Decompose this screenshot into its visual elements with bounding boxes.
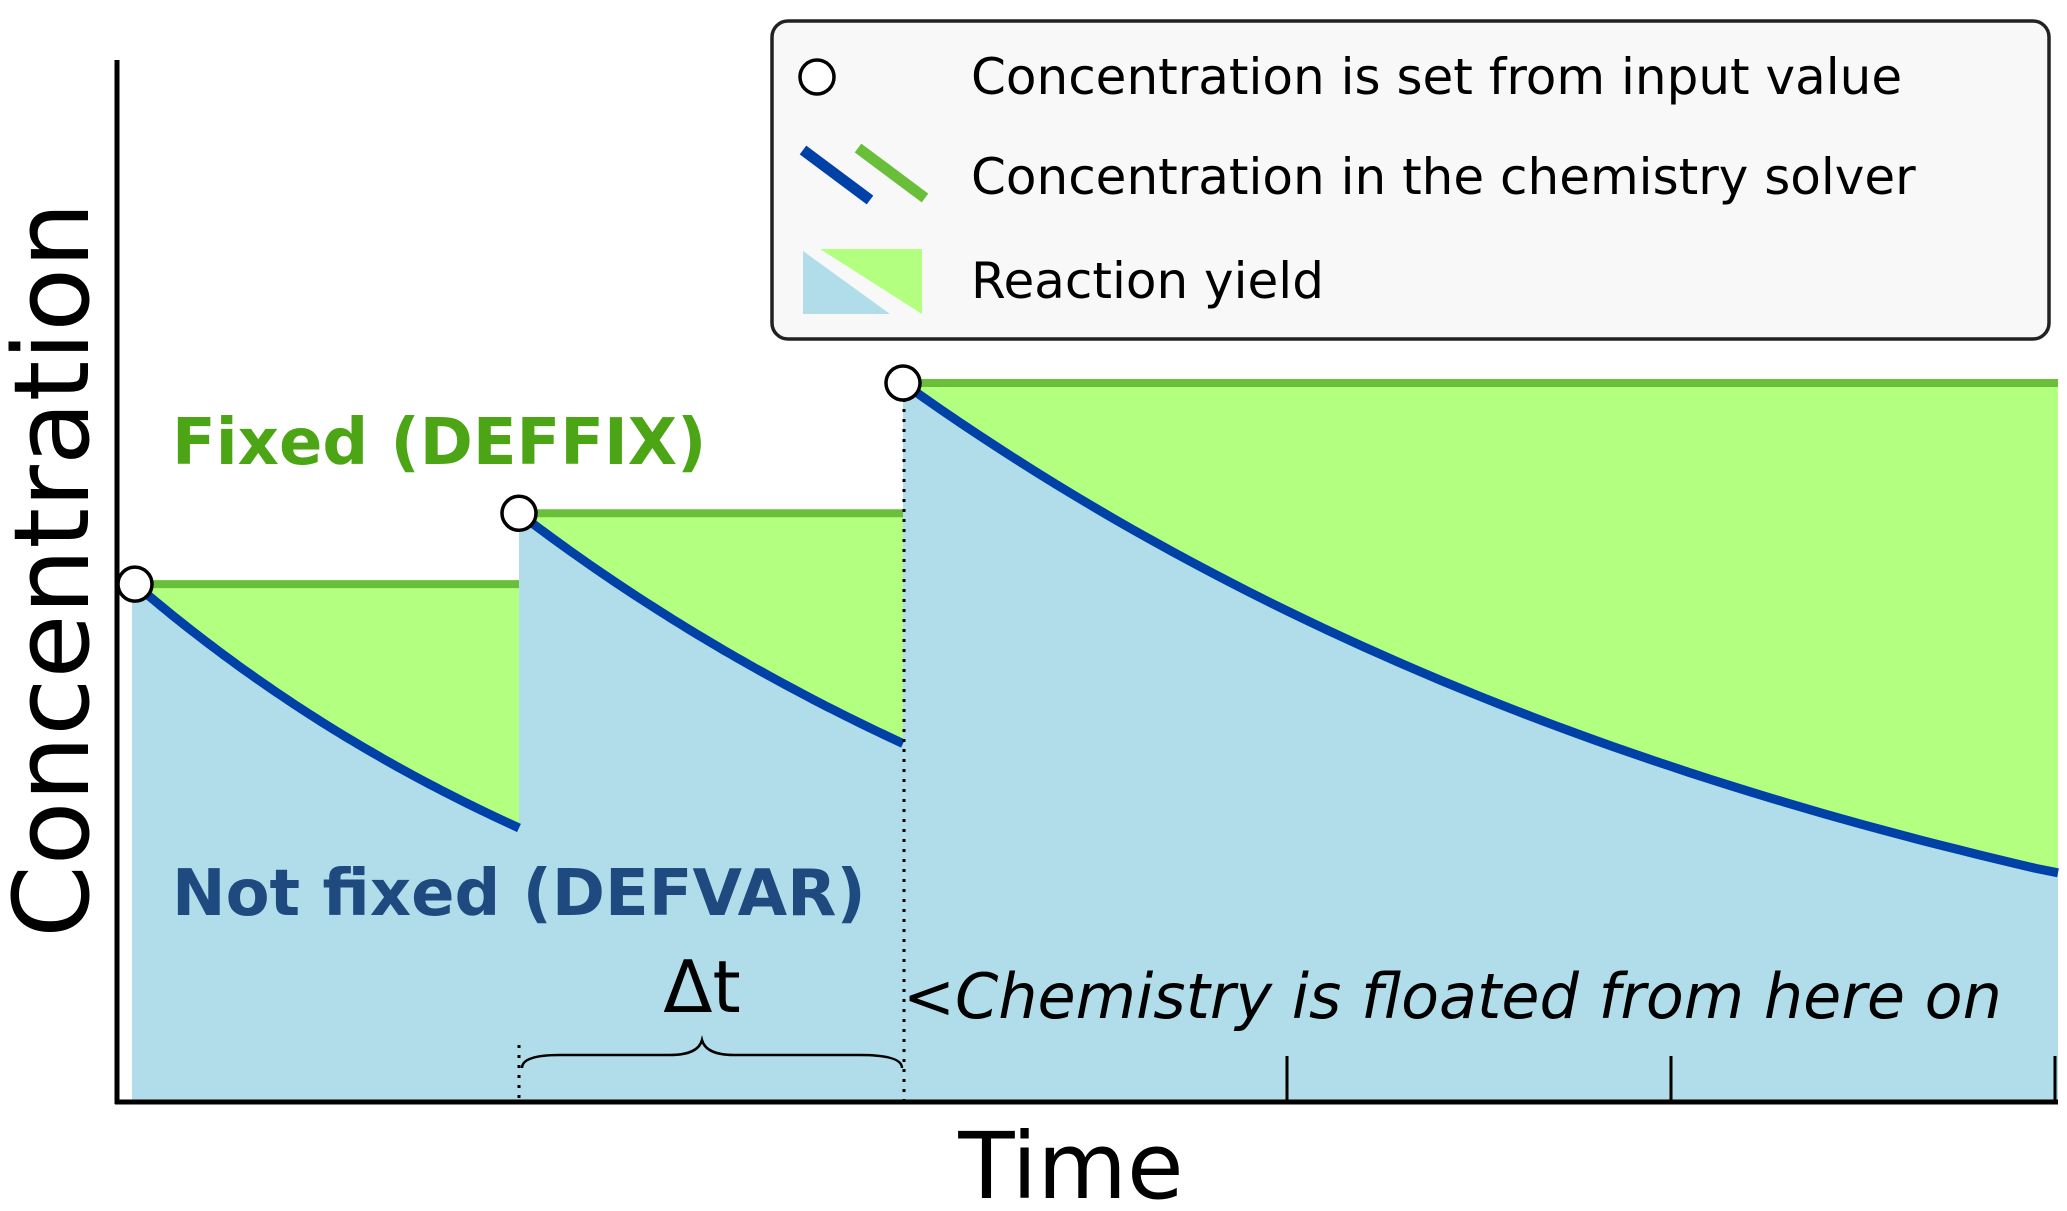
legend-blue-line-icon [799, 145, 874, 205]
not-fixed-label: Not fixed (DEFVAR) [172, 857, 866, 931]
yield-blue-area [519, 513, 903, 1102]
legend-green-area-icon [820, 249, 922, 314]
solver-concentration-curve [900, 379, 2059, 878]
delta-t-brace [520, 1035, 904, 1069]
solver-concentration-curve [132, 580, 521, 833]
yield-green-area [132, 584, 519, 828]
solver-lines [132, 379, 2059, 878]
x-axis-ticks [1285, 1056, 2057, 1102]
yield-green-area [903, 383, 2058, 873]
legend: Concentration is set from input value Co… [770, 19, 2051, 341]
floated-annotation: <Chemistry is floated from here on [903, 960, 2002, 1033]
input-set-marker [116, 565, 154, 603]
fixed-label: Fixed (DEFFIX) [172, 406, 706, 480]
legend-item-yield: Reaction yield [971, 252, 1324, 310]
solver-concentration-curve [516, 509, 905, 748]
yield-green-area [519, 513, 903, 744]
legend-item-solver: Concentration in the chemistry solver [971, 148, 1916, 206]
input-set-marker [500, 494, 538, 533]
legend-green-line-icon [854, 143, 929, 203]
y-axis-label: Concentration [0, 202, 113, 938]
input-set-markers [116, 364, 922, 603]
input-set-marker [884, 364, 922, 402]
yield-areas [132, 383, 2058, 1102]
legend-box [770, 19, 2051, 341]
delta-t-label: Δt [663, 945, 740, 1029]
legend-item-input: Concentration is set from input value [971, 48, 1902, 106]
x-axis-label: Time [957, 1113, 1183, 1211]
legend-circle-icon [798, 58, 836, 96]
yield-blue-area [132, 584, 519, 1102]
legend-blue-area-icon [803, 251, 890, 314]
